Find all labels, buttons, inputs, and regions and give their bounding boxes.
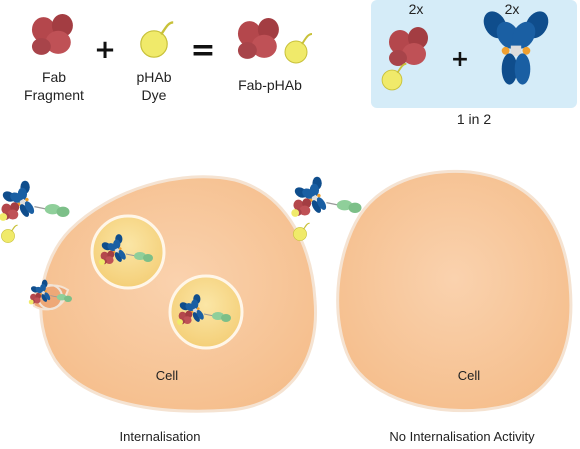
cell-left-label: Cell [156, 368, 179, 383]
cell-left-caption: Internalisation [120, 429, 201, 444]
fab-label-line1: Fab [42, 69, 66, 85]
ratio-caption: 1 in 2 [457, 111, 491, 127]
fab-fragment-illustration [31, 13, 73, 55]
endosome-vesicle [168, 274, 244, 350]
cell-right [336, 169, 573, 413]
dye-label-line2: Dye [142, 87, 167, 103]
phab-dye-illustration [139, 21, 175, 59]
cell-right-label: Cell [458, 368, 481, 383]
dye-icon [292, 222, 311, 242]
surface-complex [291, 173, 362, 220]
fab-label-line2: Fragment [24, 87, 84, 103]
cell-right-caption: No Internalisation Activity [389, 429, 535, 444]
dye-label-line1: pHAb [136, 69, 171, 85]
dye-icon [0, 224, 19, 244]
equals-symbol: = [190, 33, 215, 68]
conjugate-label: Fab-pHAb [238, 77, 302, 93]
surface-complex [0, 177, 69, 224]
ratio-right-count: 2x [505, 1, 520, 17]
ratio-left-count: 2x [409, 1, 424, 17]
plus-symbol: + [94, 35, 116, 65]
endosome-vesicle [90, 214, 166, 290]
fab-phab-conjugate-illustration [237, 17, 313, 64]
ratio-plus-symbol: + [451, 47, 469, 72]
